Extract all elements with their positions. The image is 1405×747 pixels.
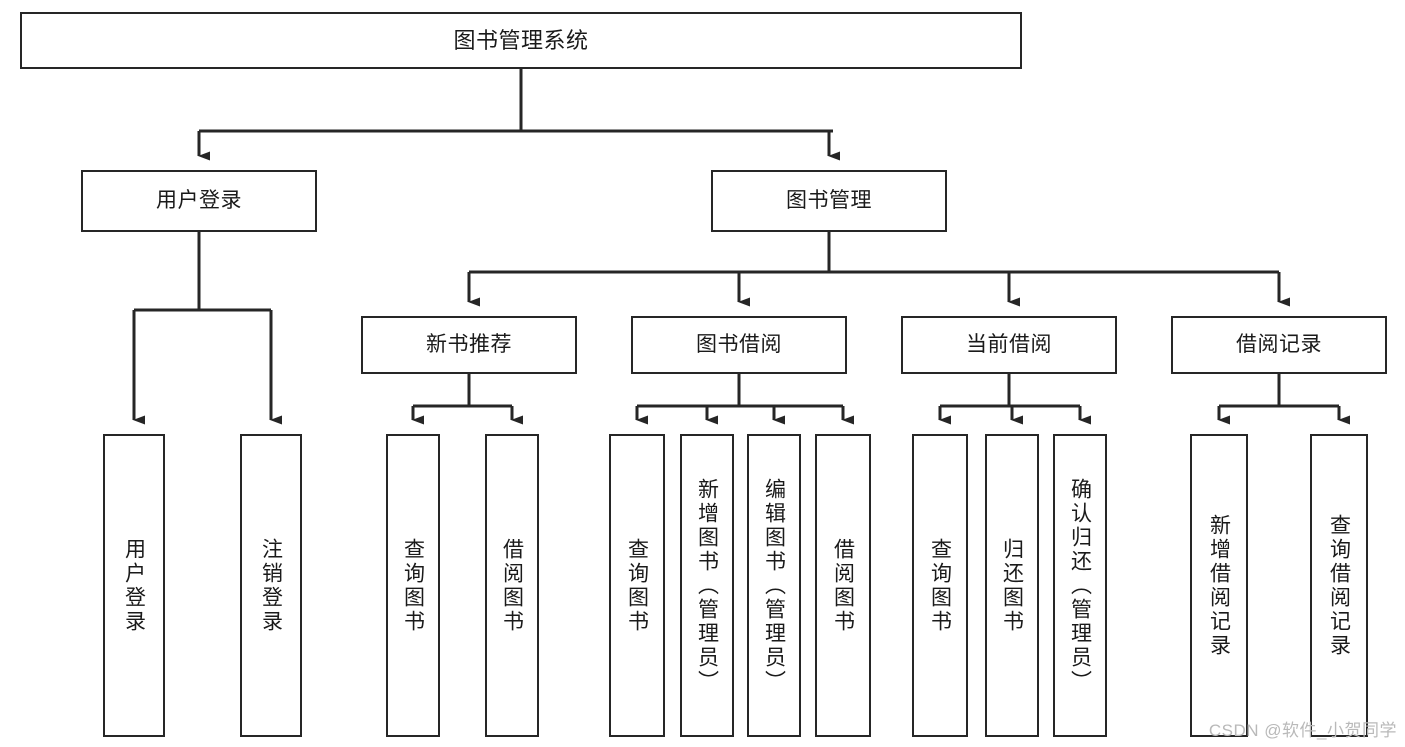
- node-leaf-add-book[interactable]: 新增图书（管理员）: [680, 434, 734, 737]
- node-leaf-query-book-cur[interactable]: 查询图书: [912, 434, 968, 737]
- node-leaf-query-book-borrow-label: 查询图书: [625, 537, 649, 634]
- node-leaf-return-book-label: 归还图书: [1000, 537, 1024, 634]
- node-book-borrow-label: 图书借阅: [696, 332, 782, 356]
- node-root[interactable]: 图书管理系统: [20, 12, 1022, 69]
- node-leaf-borrow-book-rec[interactable]: 借阅图书: [485, 434, 539, 737]
- node-current-borrow[interactable]: 当前借阅: [901, 316, 1117, 374]
- node-leaf-add-record[interactable]: 新增借阅记录: [1190, 434, 1248, 737]
- node-leaf-logout-label: 注销登录: [259, 537, 283, 634]
- node-new-book-rec[interactable]: 新书推荐: [361, 316, 577, 374]
- node-leaf-confirm-return[interactable]: 确认归还（管理员）: [1053, 434, 1107, 737]
- node-leaf-user-login[interactable]: 用户登录: [103, 434, 165, 737]
- node-leaf-confirm-return-label: 确认归还（管理员）: [1068, 477, 1092, 694]
- node-leaf-borrow-book-label: 借阅图书: [831, 537, 855, 634]
- node-leaf-add-book-label: 新增图书（管理员）: [695, 477, 719, 694]
- node-leaf-query-book-cur-label: 查询图书: [928, 537, 952, 634]
- node-current-borrow-label: 当前借阅: [966, 332, 1052, 356]
- node-book-borrow[interactable]: 图书借阅: [631, 316, 847, 374]
- node-root-label: 图书管理系统: [453, 27, 589, 53]
- node-user-login[interactable]: 用户登录: [81, 170, 317, 232]
- node-leaf-query-record-label: 查询借阅记录: [1327, 513, 1351, 658]
- node-leaf-user-login-label: 用户登录: [122, 537, 146, 634]
- node-book-manage[interactable]: 图书管理: [711, 170, 947, 232]
- node-leaf-query-book-rec-label: 查询图书: [401, 537, 425, 634]
- node-leaf-borrow-book-rec-label: 借阅图书: [500, 537, 524, 634]
- node-leaf-query-record[interactable]: 查询借阅记录: [1310, 434, 1368, 737]
- node-borrow-record-label: 借阅记录: [1236, 332, 1322, 356]
- node-new-book-rec-label: 新书推荐: [426, 332, 512, 356]
- node-leaf-query-book-borrow[interactable]: 查询图书: [609, 434, 665, 737]
- node-leaf-edit-book-label: 编辑图书（管理员）: [762, 477, 786, 694]
- node-leaf-edit-book[interactable]: 编辑图书（管理员）: [747, 434, 801, 737]
- node-leaf-query-book-rec[interactable]: 查询图书: [386, 434, 440, 737]
- node-leaf-borrow-book[interactable]: 借阅图书: [815, 434, 871, 737]
- node-borrow-record[interactable]: 借阅记录: [1171, 316, 1387, 374]
- node-leaf-add-record-label: 新增借阅记录: [1207, 513, 1231, 658]
- node-leaf-logout[interactable]: 注销登录: [240, 434, 302, 737]
- node-book-manage-label: 图书管理: [786, 188, 872, 212]
- node-leaf-return-book[interactable]: 归还图书: [985, 434, 1039, 737]
- node-user-login-label: 用户登录: [156, 188, 242, 212]
